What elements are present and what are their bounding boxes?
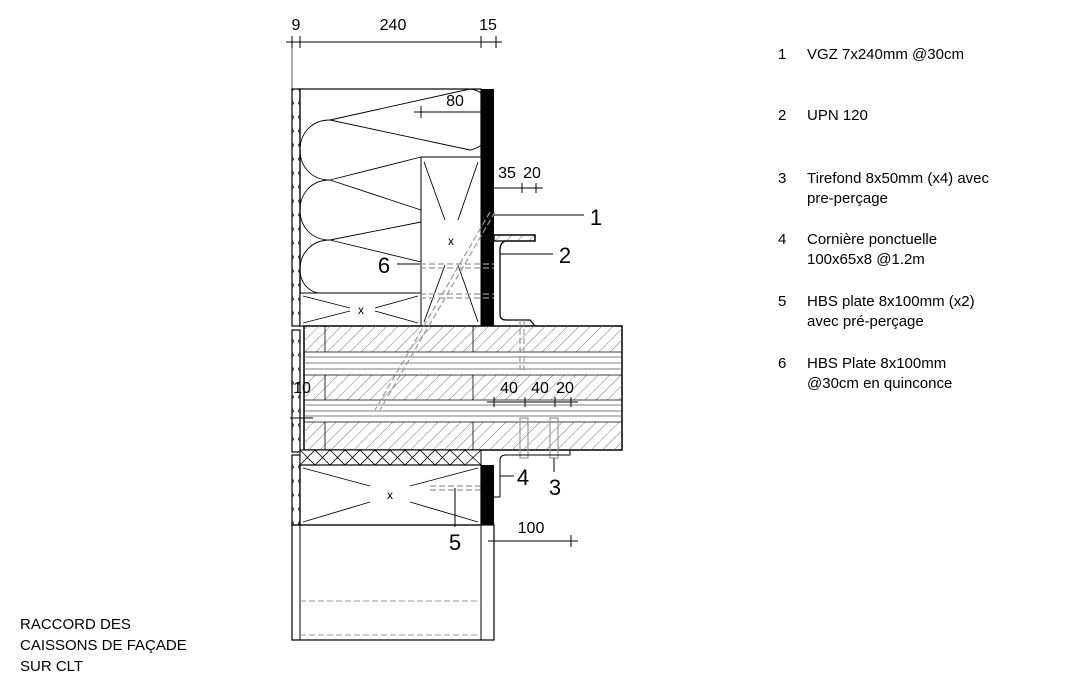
dim-15: 15 [479, 17, 497, 34]
callout-3: 3 [549, 475, 561, 500]
title-line: CAISSONS DE FAÇADE [20, 637, 187, 654]
top-dimension [286, 36, 502, 89]
lower-facade-box: x [291, 449, 571, 641]
legend-item-1: 1 VGZ 7x240mm @30cm [778, 45, 1068, 65]
dim-100: 100 [518, 520, 545, 537]
legend-item-3: 3 Tirefond 8x50mm (x4) avec pre-perçage [778, 169, 1068, 209]
callout-1: 1 [590, 205, 602, 230]
drawing-title: RACCORD DES CAISSONS DE FAÇADE SUR CLT [20, 614, 187, 677]
legend-text: Tirefond 8x50mm (x4) avec [807, 170, 990, 187]
dim-240: 240 [380, 17, 407, 34]
dimension-lines [290, 106, 578, 547]
legend-text: VGZ 7x240mm @30cm [807, 46, 964, 63]
legend-text: UPN 120 [807, 107, 868, 124]
legend-num: 4 [778, 231, 787, 248]
dim-10: 10 [293, 380, 311, 397]
legend-text: @30cm en quinconce [807, 375, 953, 392]
svg-text:x: x [448, 234, 454, 248]
dim-20: 20 [523, 165, 541, 182]
insulation-batt [299, 88, 493, 294]
legend-num: 6 [778, 355, 787, 372]
callout-4: 4 [517, 465, 529, 490]
dim-9: 9 [292, 17, 301, 34]
callout-5: 5 [449, 530, 461, 555]
legend-text: HBS Plate 8x100mm [807, 355, 947, 372]
clt-slab [291, 325, 623, 453]
legend-num: 1 [778, 46, 787, 63]
dim-80: 80 [446, 93, 464, 110]
legend-text: 100x65x8 @1.2m [807, 251, 925, 268]
legend-item-2: 2 UPN 120 [778, 106, 1068, 126]
dim-35: 35 [498, 165, 516, 182]
dim-40b: 40 [531, 380, 549, 397]
legend-num: 2 [778, 107, 787, 124]
callout-6: 6 [378, 253, 390, 278]
svg-text:x: x [358, 303, 364, 317]
legend-num: 5 [778, 293, 787, 310]
title-line: RACCORD DES [20, 616, 131, 633]
svg-text:x: x [387, 488, 393, 502]
callout-2: 2 [559, 243, 571, 268]
leader-lines [397, 214, 584, 527]
legend-text: Cornière ponctuelle [807, 231, 938, 248]
membrane [481, 89, 494, 326]
title-line: SUR CLT [20, 658, 84, 675]
legend-item-5: 5 HBS plate 8x100mm (x2) avec pré-perçage [778, 292, 1068, 332]
legend-text: avec pré-perçage [807, 313, 924, 330]
legend-text: pre-perçage [807, 190, 888, 207]
legend-item-6: 6 HBS Plate 8x100mm @30cm en quinconce [778, 354, 1068, 394]
legend-item-4: 4 Cornière ponctuelle 100x65x8 @1.2m [778, 230, 1068, 270]
angle-bracket [494, 450, 571, 498]
dim-40a: 40 [500, 380, 518, 397]
upper-facade-box: x x [291, 88, 494, 327]
dim-20b: 20 [556, 380, 574, 397]
legend-num: 3 [778, 170, 787, 187]
legend-text: HBS plate 8x100mm (x2) [807, 293, 975, 310]
upn-channel [493, 234, 536, 327]
